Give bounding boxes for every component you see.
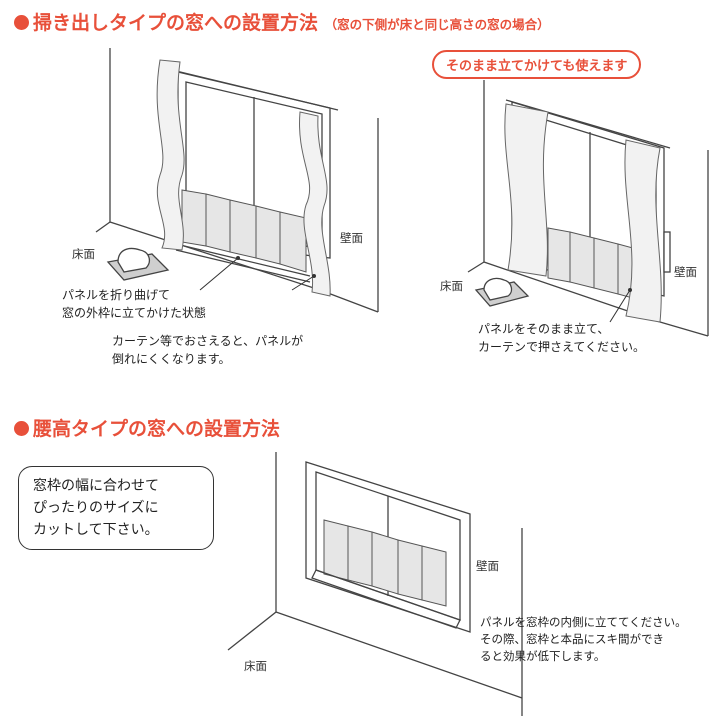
diagram1-caption-line2: 窓の外枠に立てかけた状態 (62, 306, 207, 320)
diagram1-wall-label: 壁面 (340, 231, 363, 245)
orange-bullet-icon (14, 15, 29, 30)
section2-heading: 腰高タイプの窓への設置方法 (14, 414, 280, 441)
diagram3-wall-label: 壁面 (476, 559, 499, 573)
diagram3-note: パネルを窓枠の内側に立ててください。 その際、窓枠と本品にスキ間ができ ると効果… (480, 614, 687, 665)
diagram3-note-line2: その際、窓枠と本品にスキ間ができ (480, 632, 664, 646)
diagram2-caption-line2: カーテンで押さえてください。 (478, 340, 646, 354)
diagram2-floor-label: 床面 (440, 279, 463, 293)
diagram2-caption-line1: パネルをそのまま立て、 (478, 322, 610, 336)
diagram3-note-line3: ると効果が低下します。 (480, 649, 606, 663)
cut-to-size-box: 窓枠の幅に合わせて ぴったりのサイズに カットして下さい。 (18, 466, 214, 550)
section1-heading: 掃き出しタイプの窓への設置方法 （窓の下側が床と同じ高さの窓の場合） (14, 8, 550, 35)
section1-title: 掃き出しタイプの窓への設置方法 (33, 12, 319, 34)
box-line1: 窓枠の幅に合わせて (33, 478, 159, 494)
diagram1-note: カーテン等でおさえると、パネルが 倒れにくくなります。 (112, 332, 303, 368)
section1-subtitle: （窓の下側が床と同じ高さの窓の場合） (324, 17, 550, 32)
diagram2-caption: パネルをそのまま立て、 カーテンで押さえてください。 (478, 320, 645, 356)
diagram1-note-line2: 倒れにくくなります。 (112, 352, 231, 366)
box-line3: カットして下さい。 (33, 522, 159, 538)
section2-title: 腰高タイプの窓への設置方法 (33, 418, 281, 440)
usage-tip-badge: そのまま立てかけても使えます (432, 50, 642, 79)
diagram1-caption: パネルを折り曲げて 窓の外枠に立てかけた状態 (62, 286, 206, 322)
diagram3-note-line1: パネルを窓枠の内側に立ててください。 (480, 615, 687, 629)
diagram2-wall-label: 壁面 (674, 265, 697, 279)
orange-bullet-icon (14, 421, 29, 436)
diagram1-floor-label: 床面 (72, 247, 95, 261)
diagram1-caption-line1: パネルを折り曲げて (62, 288, 171, 302)
diagram3-floor-label: 床面 (244, 659, 267, 673)
diagram1-note-line1: カーテン等でおさえると、パネルが (112, 334, 304, 348)
box-line2: ぴったりのサイズに (33, 500, 159, 516)
